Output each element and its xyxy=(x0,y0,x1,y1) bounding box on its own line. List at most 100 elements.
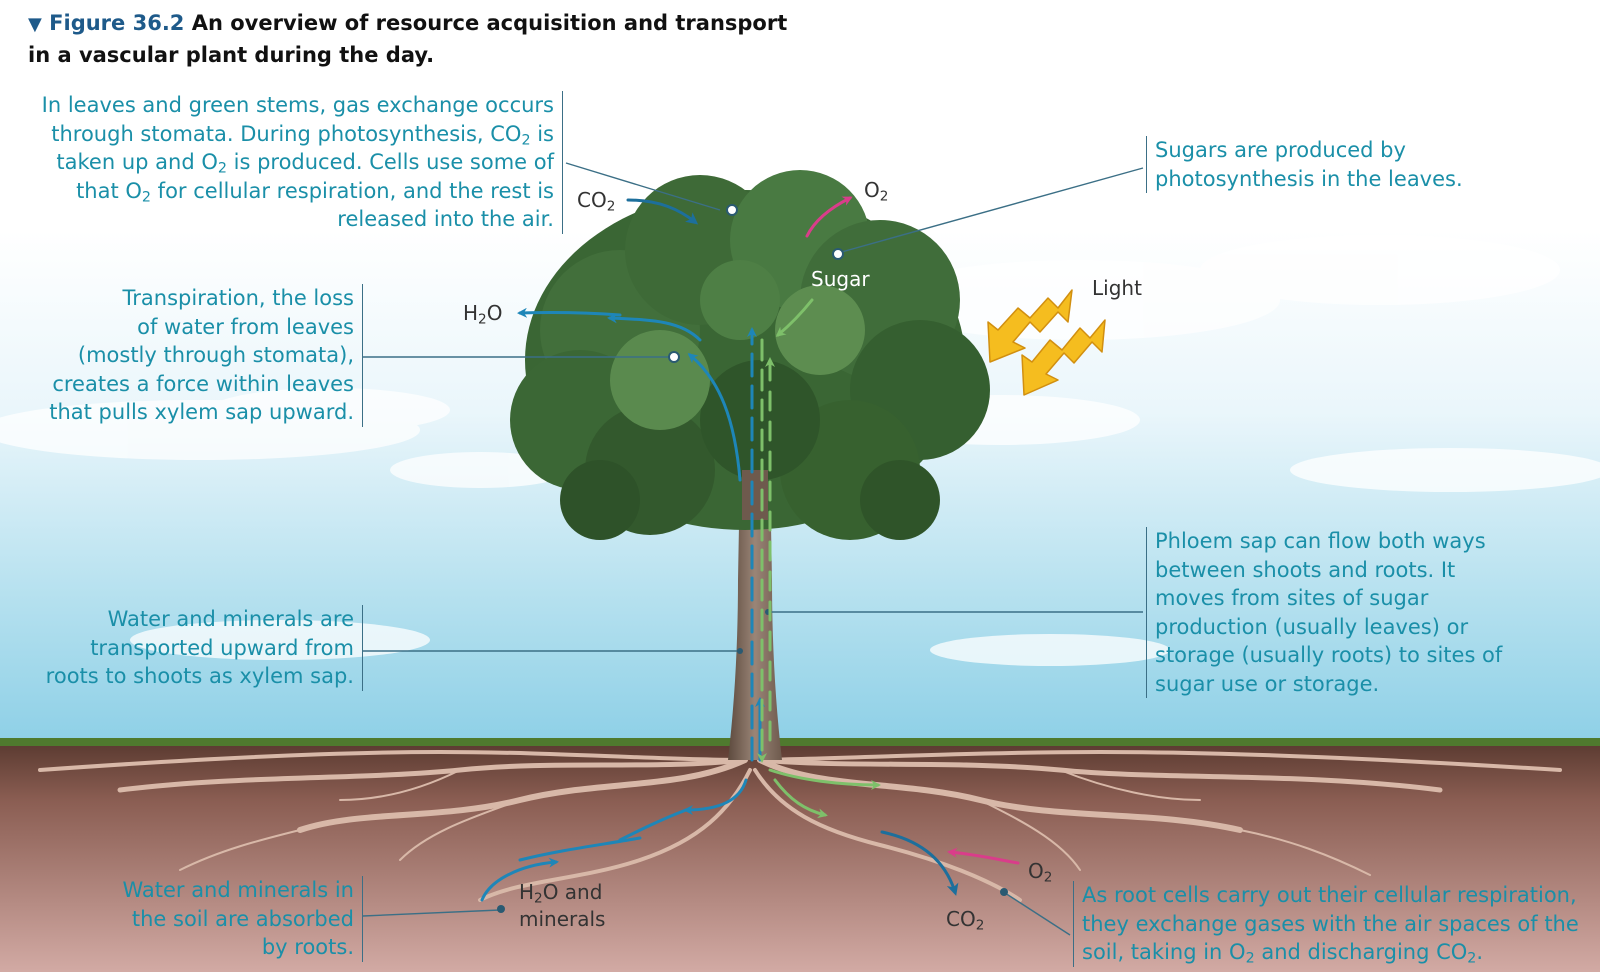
leader-dots xyxy=(668,204,844,363)
text-segment: . xyxy=(1476,940,1484,964)
text-segment: photosynthesis in the leaves. xyxy=(1155,166,1463,191)
text-segment: moves from sites of sugar xyxy=(1155,586,1429,610)
text-line: of water from leaves xyxy=(49,313,354,342)
subscript: 2 xyxy=(521,132,531,149)
roots xyxy=(38,749,1562,902)
text-segment: Water and minerals in xyxy=(122,878,354,902)
light-bolt-icon xyxy=(987,289,1073,363)
text-segment: Transpiration, the loss xyxy=(122,286,354,310)
subscript: 2 xyxy=(606,198,616,215)
text-line: roots to shoots as xylem sap. xyxy=(46,662,354,691)
text-segment: creates a force within leaves xyxy=(52,371,354,396)
text-segment: H xyxy=(463,301,479,325)
text-segment: In leaves and green stems, gas exchange … xyxy=(41,93,554,117)
text-segment: O xyxy=(486,301,503,325)
text-segment: they exchange gases with the air spaces … xyxy=(1082,911,1579,936)
text-line: Sugar xyxy=(811,266,870,293)
text-segment: that pulls xylem sap upward. xyxy=(49,400,354,424)
text-line: transported upward from xyxy=(46,634,354,663)
subscript: 2 xyxy=(975,917,985,934)
tree-canopy xyxy=(510,170,990,540)
text-segment: (mostly through stomata), xyxy=(77,343,354,367)
callout-roots-absorb: Water and minerals in the soil are absorb… xyxy=(122,876,363,962)
text-segment: CO xyxy=(946,907,976,931)
leader-lines xyxy=(362,162,1144,936)
text-line: that O2 for cellular respiration, and th… xyxy=(42,177,554,206)
subscript: 2 xyxy=(879,188,889,205)
light-bolt-icon xyxy=(1021,319,1106,396)
text-line: O2 xyxy=(864,177,888,204)
callout-gas-exchange: In leaves and green stems, gas exchange … xyxy=(42,91,563,234)
text-segment: that O xyxy=(76,178,142,203)
callout-transpiration: Transpiration, the loss of water from lea… xyxy=(49,284,363,427)
subscript: 2 xyxy=(141,189,151,206)
phloem-arrows xyxy=(757,298,881,819)
text-segment: O xyxy=(1028,859,1044,883)
text-segment: taken up and O xyxy=(56,150,218,174)
text-line: Water and minerals in xyxy=(122,876,354,905)
text-line: they exchange gases with the air spaces … xyxy=(1082,910,1579,939)
text-line: through stomata. During photosynthesis, … xyxy=(42,120,554,149)
text-segment: is produced. Cells use some of xyxy=(226,150,554,174)
figure-title: ▼ Figure 36.2 An overview of resource ac… xyxy=(28,8,828,70)
text-line: the soil are absorbed xyxy=(122,905,354,934)
subscript: 2 xyxy=(534,890,543,907)
text-line: released into the air. xyxy=(42,205,554,234)
text-line: that pulls xylem sap upward. xyxy=(49,398,354,427)
text-line: photosynthesis in the leaves. xyxy=(1155,165,1463,194)
text-segment: is xyxy=(530,121,554,146)
subscript: 2 xyxy=(1043,869,1053,886)
label-sugar: Sugar xyxy=(811,266,870,293)
figure-number: Figure 36.2 xyxy=(49,11,185,35)
text-segment: the soil are absorbed xyxy=(131,906,354,931)
text-segment: Water and minerals are xyxy=(107,607,354,631)
text-line: O2 xyxy=(1028,858,1052,885)
text-line: between shoots and roots. It xyxy=(1155,556,1502,585)
text-line: (mostly through stomata), xyxy=(49,341,354,370)
text-segment: of water from leaves xyxy=(137,314,354,339)
text-line: Sugars are produced by xyxy=(1155,136,1463,165)
subscript: 2 xyxy=(1467,950,1477,967)
text-line: storage (usually roots) to sites of xyxy=(1155,641,1502,670)
text-segment: sugar use or storage. xyxy=(1155,671,1380,696)
callout-xylem-transport: Water and minerals are transported upward… xyxy=(46,605,363,691)
text-line: Transpiration, the loss xyxy=(49,284,354,313)
text-line: Light xyxy=(1092,275,1142,302)
label-co2-leaf: CO2 xyxy=(577,187,615,214)
grass-line xyxy=(0,738,1600,746)
text-line: H2O and xyxy=(519,879,605,906)
text-segment: As root cells carry out their cellular r… xyxy=(1082,883,1577,907)
text-line: moves from sites of sugar xyxy=(1155,584,1502,613)
text-line: production (usually leaves) or xyxy=(1155,613,1502,642)
xylem-arrows xyxy=(480,307,765,902)
text-line: soil, taking in O2 and discharging CO2. xyxy=(1082,938,1579,967)
text-line: by roots. xyxy=(122,933,354,962)
subscript: 2 xyxy=(478,311,487,328)
label-co2-soil: CO2 xyxy=(946,906,984,933)
text-segment: O and xyxy=(542,880,603,904)
figure-title-line1: ▼ Figure 36.2 An overview of resource ac… xyxy=(28,8,828,40)
text-line: taken up and O2 is produced. Cells use s… xyxy=(42,148,554,177)
text-segment: minerals xyxy=(519,907,606,931)
text-line: sugar use or storage. xyxy=(1155,670,1502,699)
text-segment: storage (usually roots) to sites of xyxy=(1155,643,1503,667)
text-segment: H xyxy=(519,880,535,904)
text-line: In leaves and green stems, gas exchange … xyxy=(42,91,554,120)
text-segment: transported upward from xyxy=(90,635,354,660)
text-line: minerals xyxy=(519,906,605,933)
text-segment: and discharging CO xyxy=(1254,940,1468,964)
subscript: 2 xyxy=(1245,950,1255,967)
text-segment: released into the air. xyxy=(337,207,554,231)
text-line: CO2 xyxy=(577,187,615,214)
text-line: H2O xyxy=(463,300,502,327)
figure-title-line2: in a vascular plant during the day. xyxy=(28,43,435,67)
text-line: CO2 xyxy=(946,906,984,933)
text-segment: Phloem sap can flow both ways xyxy=(1155,529,1486,553)
text-line: Phloem sap can flow both ways xyxy=(1155,527,1502,556)
triangle-down-icon: ▼ xyxy=(28,14,42,35)
label-h2o-leaf: H2O xyxy=(463,300,502,327)
label-light: Light xyxy=(1092,275,1142,302)
